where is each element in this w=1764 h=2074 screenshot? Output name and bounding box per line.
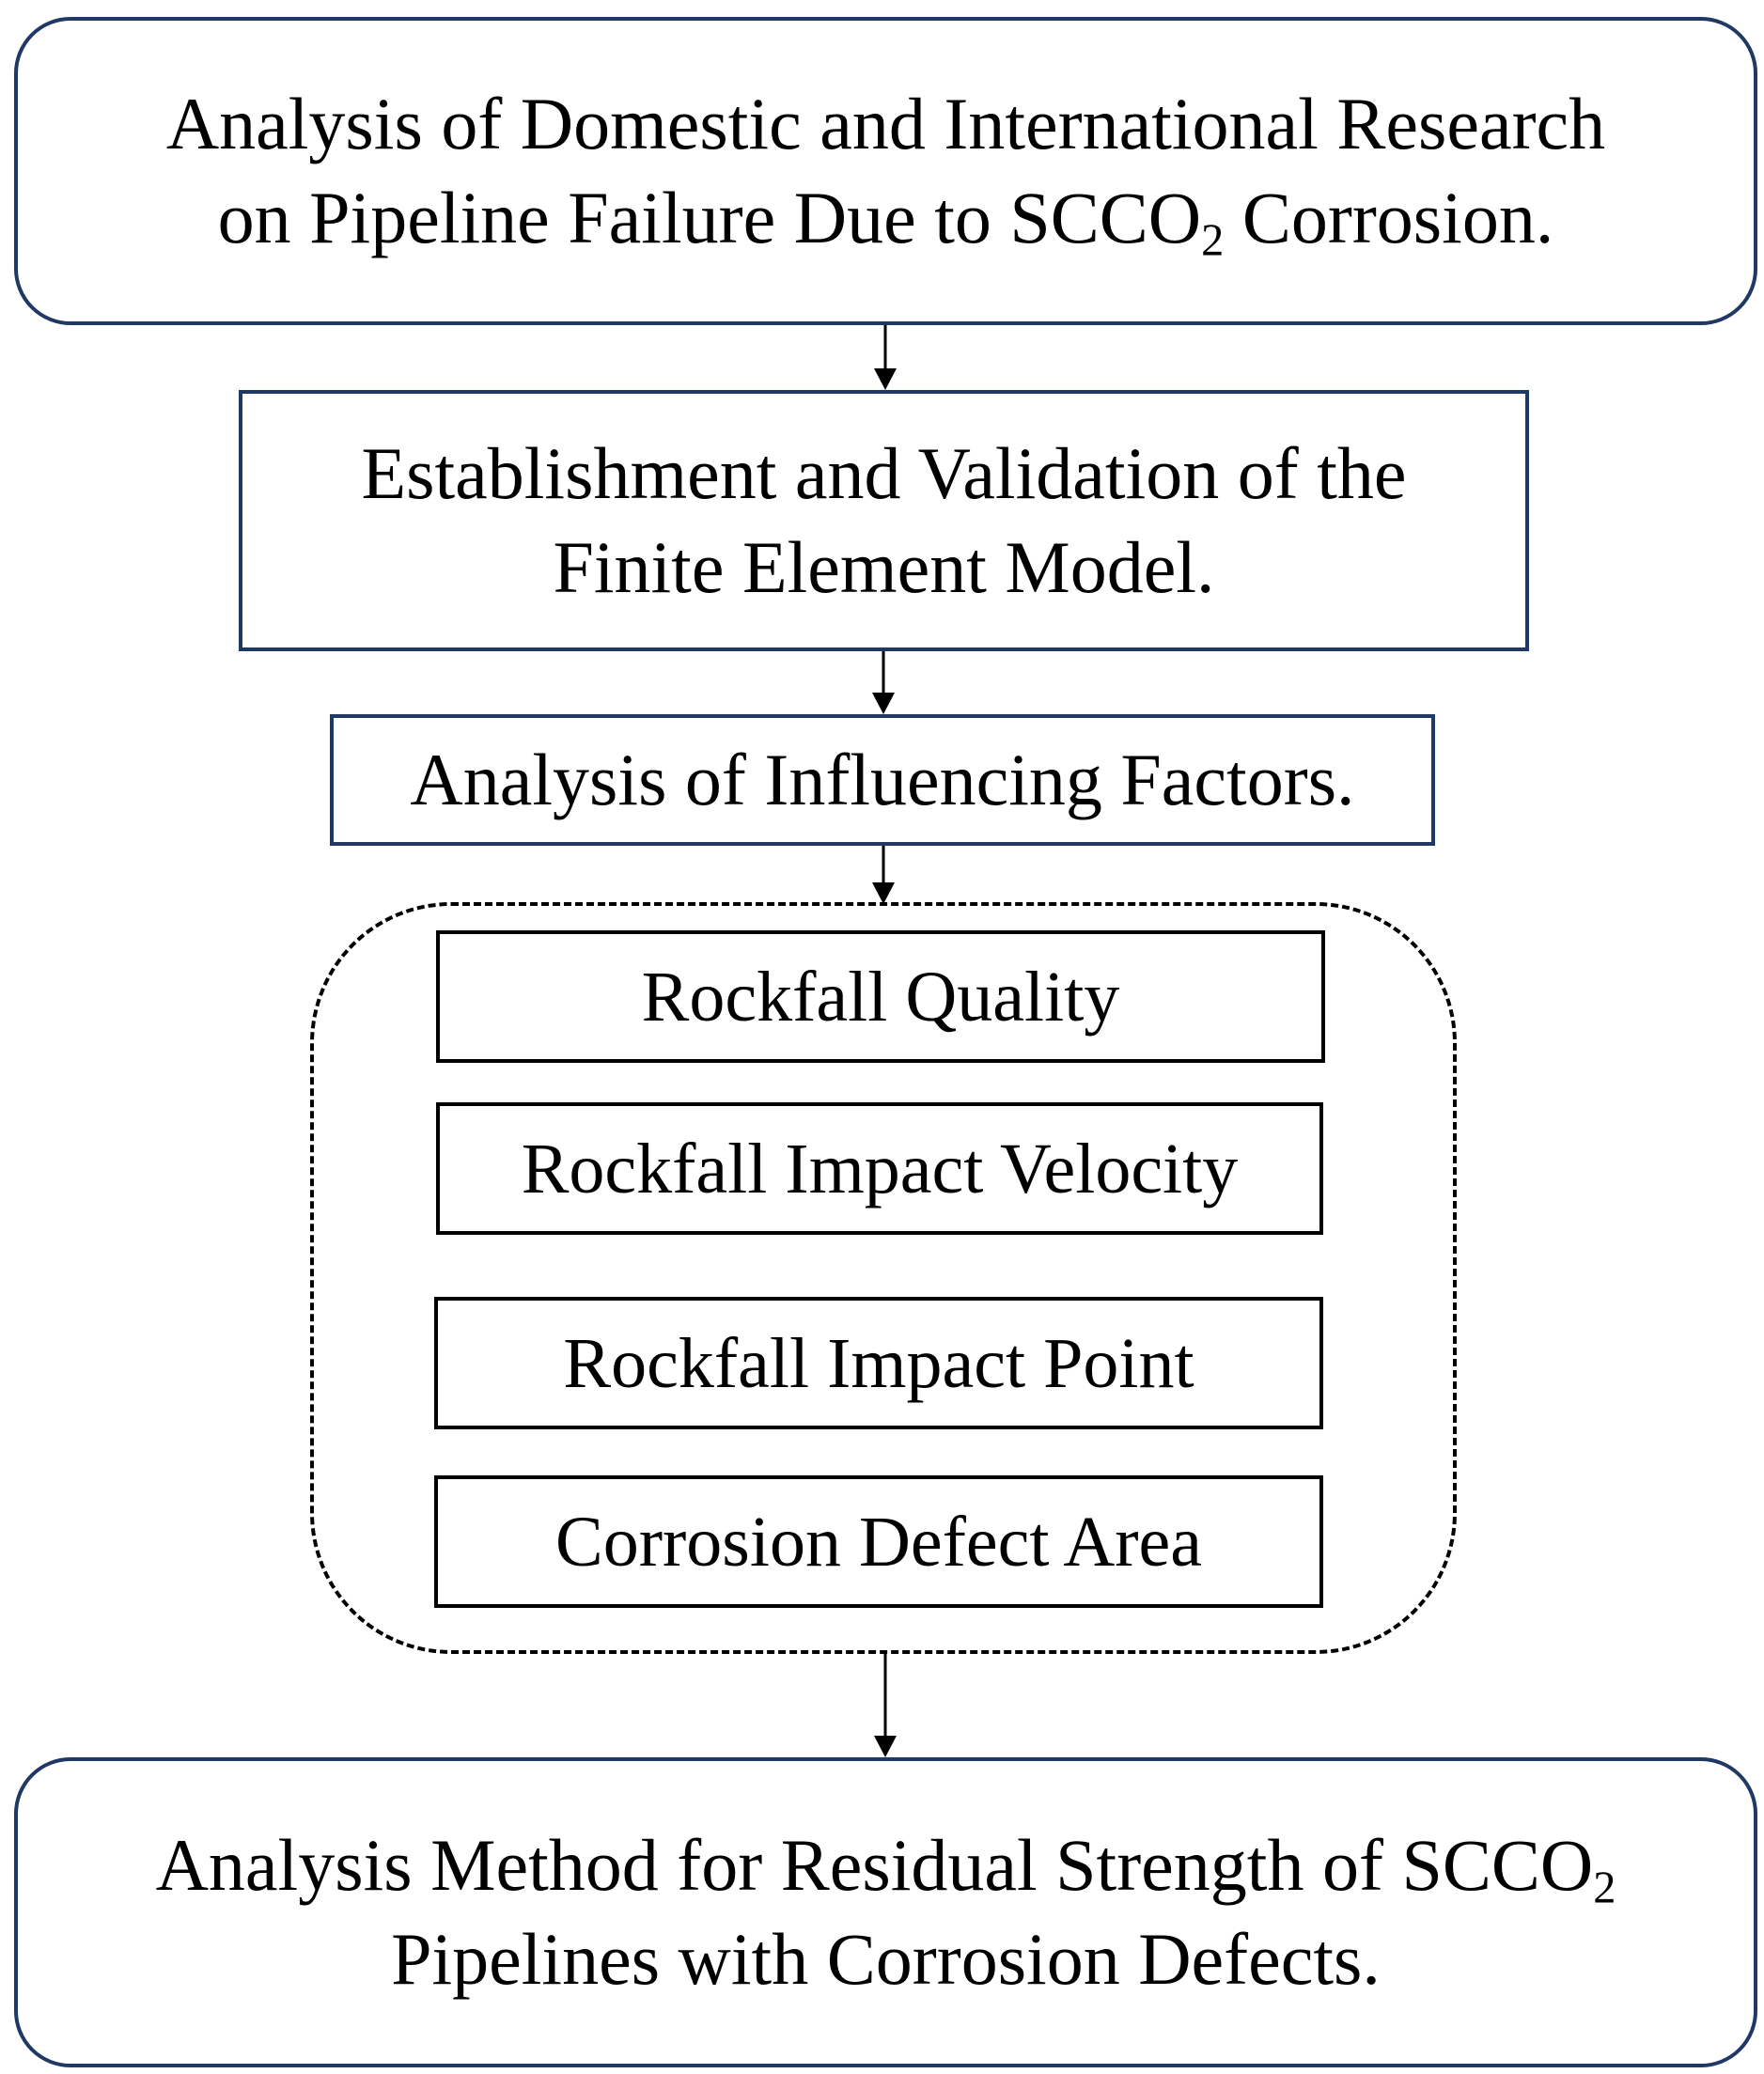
arrow-model-to-factors [872,651,895,714]
factors-group-dashed [310,902,1457,1654]
research-analysis-text: Analysis of Domestic and International R… [166,77,1605,265]
influencing-factors-label: Analysis of Influencing Factors. [410,739,1355,820]
finite-element-model-box: Establishment and Validation of the Fini… [239,390,1529,651]
research-line-2-subscript: 2 [1201,215,1225,266]
factor-box-impact-point: Rockfall Impact Point [434,1297,1323,1429]
factor-label: Rockfall Quality [641,957,1120,1037]
factor-label: Corrosion Defect Area [555,1502,1202,1582]
research-line-2: on Pipeline Failure Due to SCCO2 Corrosi… [166,171,1605,265]
residual-strength-method-text: Analysis Method for Residual Strength of… [156,1818,1616,2006]
finite-element-model-text: Establishment and Validation of the Fini… [361,427,1406,615]
factor-box-rockfall-quality: Rockfall Quality [436,930,1325,1063]
model-line-1: Establishment and Validation of the [361,432,1407,514]
research-analysis-box: Analysis of Domestic and International R… [14,17,1757,325]
research-line-2-end: Corrosion. [1224,177,1554,258]
method-line-1-main: Analysis Method for Residual Strength of… [155,1824,1594,1906]
research-line-1: Analysis of Domestic and International R… [165,83,1606,164]
method-line-1: Analysis Method for Residual Strength of… [156,1818,1616,1912]
research-line-2-main: on Pipeline Failure Due to SCCO [217,177,1202,258]
method-line-1-subscript: 2 [1593,1863,1616,1913]
method-line-2: Pipelines with Corrosion Defects. [391,1918,1381,2000]
factor-label: Rockfall Impact Point [563,1323,1194,1403]
factor-box-corrosion-defect-area: Corrosion Defect Area [434,1475,1323,1608]
arrow-group-to-method [874,1654,897,1757]
arrow-factors-to-group [872,846,895,904]
residual-strength-method-box: Analysis Method for Residual Strength of… [14,1757,1757,2067]
arrow-research-to-model [874,325,897,390]
model-line-2: Finite Element Model. [553,526,1215,608]
influencing-factors-box: Analysis of Influencing Factors. [330,714,1435,846]
factor-box-impact-velocity: Rockfall Impact Velocity [436,1102,1323,1235]
factor-label: Rockfall Impact Velocity [521,1129,1239,1209]
